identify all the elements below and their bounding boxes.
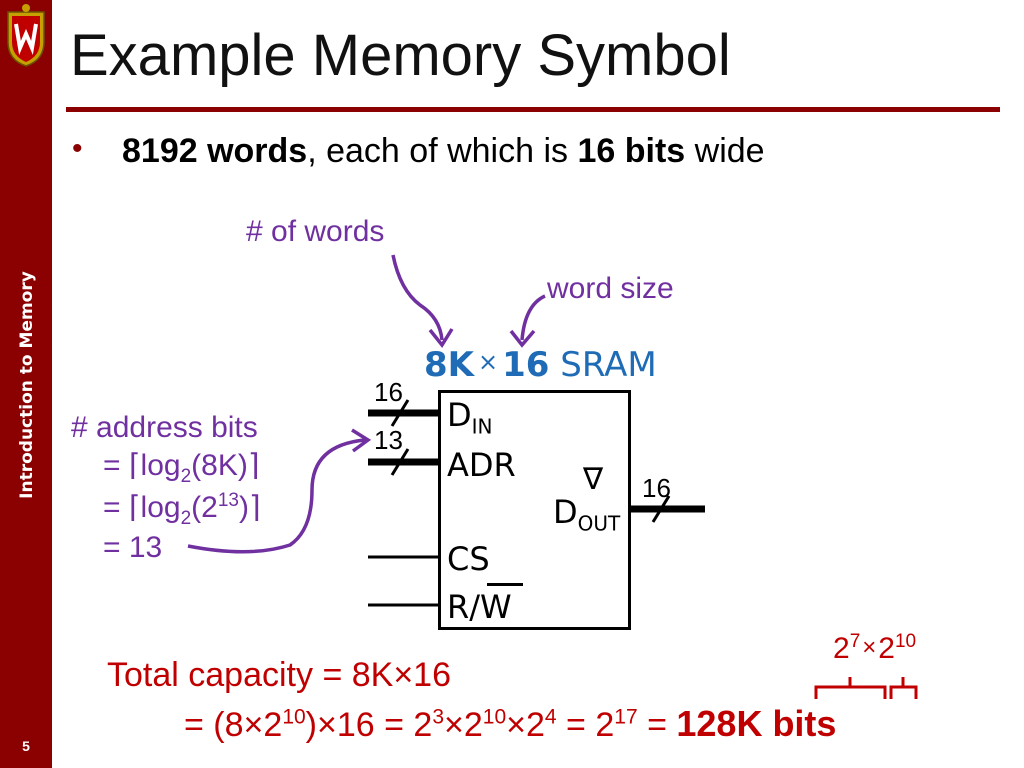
brace-label: 27×210	[833, 631, 916, 666]
bullet-text-end: wide	[685, 132, 765, 170]
bullet-marker: •	[72, 132, 83, 165]
pin-dout-main: D	[553, 493, 578, 531]
eq2-suffix: )⌉	[239, 491, 261, 524]
triangle-output-icon: ∇	[583, 462, 604, 497]
sidebar: Introduction to Memory 5	[0, 0, 52, 768]
cap2-c: ×2	[444, 706, 483, 744]
brace-a-sup: 7	[849, 631, 861, 652]
slide-number: 5	[22, 738, 30, 754]
eq2-prefix: = ⌈log	[103, 491, 181, 524]
cap2-e: = 2	[556, 706, 615, 744]
eq2-mid: (2	[191, 491, 218, 524]
cap2-f: =	[637, 706, 677, 744]
address-eq-3: = 13	[103, 531, 163, 564]
address-bits-label: # address bits	[71, 411, 258, 444]
pin-dout: DOUT	[553, 493, 620, 535]
pin-din: DIN	[447, 396, 493, 438]
address-eq-2: = ⌈log2(213)⌉	[103, 490, 261, 530]
write-overbar	[487, 583, 523, 586]
memory-title-k: 8K	[424, 345, 475, 385]
memory-block	[438, 390, 631, 630]
wordsize-arrowhead	[509, 329, 536, 348]
words-arrow	[391, 254, 444, 341]
adr-bus-slash	[390, 448, 410, 476]
pin-din-main: D	[447, 396, 472, 434]
cap2-d-sup: 4	[544, 705, 557, 729]
cap2-b-sup: 3	[432, 705, 445, 729]
address-arrowhead	[351, 428, 372, 453]
memory-title-width: 16	[502, 345, 550, 385]
din-bus-slash	[390, 399, 410, 427]
memory-title: 8K×16 SRAM	[424, 345, 657, 385]
cap2-c-sup: 10	[482, 705, 507, 729]
brace-b: 2	[878, 632, 895, 665]
cap2-a: = (8×2	[184, 706, 283, 744]
memory-title-type: SRAM	[560, 345, 657, 385]
brace-left	[814, 677, 887, 699]
address-arrow	[187, 438, 366, 554]
bullet-words: 8192 words	[122, 132, 308, 170]
pin-cs: CS	[447, 540, 490, 578]
cap2-a-sup: 10	[282, 705, 306, 729]
dout-bus-slash	[651, 495, 671, 523]
eq1-prefix: = ⌈log	[103, 449, 181, 482]
eq2-sub: 2	[180, 508, 192, 529]
brace-right	[889, 677, 918, 699]
bus-width-adr: 13	[374, 425, 403, 455]
memory-title-times: ×	[478, 348, 499, 376]
bus-width-din: 16	[374, 377, 403, 407]
university-crest-icon	[7, 4, 45, 67]
bullet-text: 8192 words, each of which is 16 bits wid…	[122, 132, 765, 171]
cap2-b: )×16 = 2	[305, 706, 433, 744]
eq1-sub: 2	[180, 466, 192, 487]
capacity-line-1: Total capacity = 8K×16	[107, 656, 452, 694]
pin-dout-sub: OUT	[577, 511, 621, 536]
eq1-suffix: (8K)⌉	[191, 449, 260, 482]
num-words-label: # of words	[246, 215, 385, 248]
eq2-sup: 13	[217, 490, 239, 511]
address-eq-1: = ⌈log2(8K)⌉	[103, 448, 260, 488]
brace-a: 2	[833, 632, 850, 665]
words-arrowhead	[428, 328, 454, 349]
cap2-d: ×2	[506, 706, 545, 744]
bullet-text-mid: , each of which is	[307, 132, 578, 170]
word-size-label: word size	[547, 272, 674, 305]
brace-b-sup: 10	[894, 631, 917, 652]
capacity-result: 128K bits	[676, 703, 837, 744]
slide-title: Example Memory Symbol	[70, 23, 731, 88]
wordsize-arrow	[520, 294, 546, 341]
capacity-line-2: = (8×210)×16 = 23×210×24 = 217 = 128K bi…	[184, 703, 836, 745]
bullet-bits: 16 bits	[577, 132, 686, 170]
pin-din-sub: IN	[471, 414, 493, 439]
pin-rw: R/W	[447, 588, 512, 626]
pin-adr: ADR	[447, 446, 516, 484]
title-divider	[66, 107, 1000, 112]
brace-times: ×	[862, 634, 877, 661]
cap2-e-sup: 17	[614, 705, 638, 729]
